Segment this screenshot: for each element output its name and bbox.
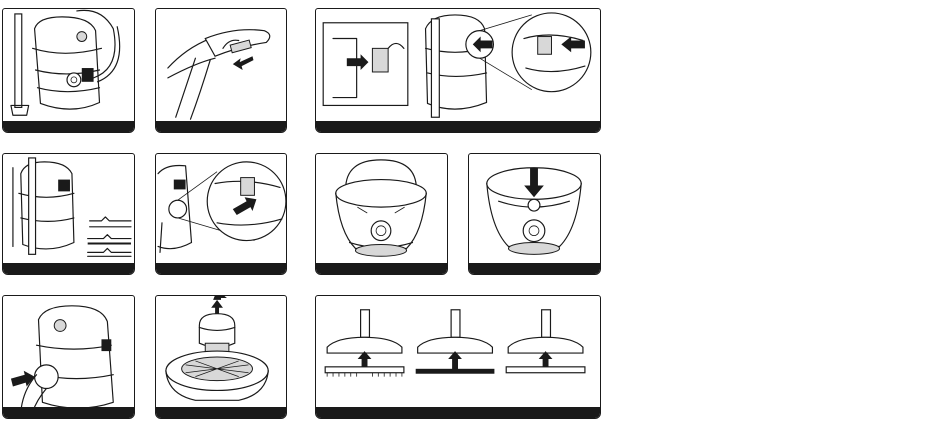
rear-port-illustration [156,154,286,274]
floor-nozzles-illustration [316,296,600,418]
filter-hose-illustration [316,9,600,132]
filter-lift-illustration [156,296,286,418]
panel-empty-container [315,153,448,275]
panel-hose-inserted [2,295,135,419]
vacuum-nozzles-illustration [3,154,134,274]
panel-filter-and-hose-connection [315,8,601,133]
panel-footer-bar [469,263,600,274]
panel-footer-bar [156,263,286,274]
panel-hand-adjusting-handle [155,8,287,133]
panel-footer-bar [316,121,600,132]
nozzle-3 [506,310,585,373]
panel-footer-bar [3,263,134,274]
panel-footer-bar [156,407,286,418]
panel-rear-port-detail [155,153,287,275]
nozzle-1 [325,310,404,377]
panel-container-filter [468,153,601,275]
panel-filter-lifted [155,295,287,419]
panel-floor-nozzle-options [315,295,601,419]
panel-vacuum-with-nozzles [2,153,135,275]
panel-footer-bar [316,263,447,274]
panel-footer-bar [316,407,600,418]
panel-footer-bar [156,121,286,132]
nozzle-2 [416,310,495,374]
panel-footer-bar [3,121,134,132]
panel-vacuum-with-hose [2,8,135,133]
hand-handle-illustration [156,9,286,132]
container-illustration [316,154,447,274]
container-filter-illustration [469,154,600,274]
panel-footer-bar [3,407,134,418]
hose-insert-illustration [3,296,134,418]
vacuum-illustration [3,9,134,132]
